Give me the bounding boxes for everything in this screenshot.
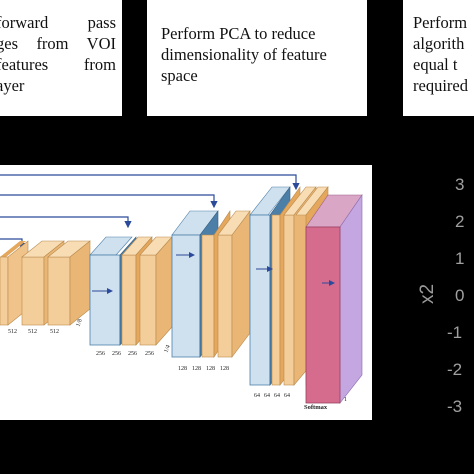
channel-label-64-c: 64 (274, 393, 280, 399)
y-tick-neg1: -1 (447, 323, 463, 342)
side-label-1-4: 1/4 (164, 344, 172, 353)
channel-label-64-d: 64 (284, 393, 290, 399)
step-text-line-2: ges from VOI (0, 34, 116, 53)
block-128 (171, 210, 251, 358)
y-tick-0: 0 (455, 286, 465, 305)
channel-label-256-b: 256 (112, 351, 121, 357)
network-svg: 512 512 512 256 256 256 256 1/8 128 128 … (0, 174, 363, 411)
channel-label-256-c: 256 (128, 351, 137, 357)
channel-label-256-a: 256 (96, 351, 105, 357)
channel-label-128-b: 128 (192, 366, 201, 372)
step-text-line-3: equal t (413, 55, 458, 74)
block-256 (89, 236, 173, 346)
softmax-label: Softmax (304, 404, 328, 411)
step-box-pca: Perform PCA to reduce dimensionality of … (147, 0, 367, 116)
channel-label-64-a: 64 (254, 393, 260, 399)
y-tick-neg2: -2 (447, 360, 463, 379)
step-text-line-1: Perform (413, 13, 468, 32)
channel-label-64-b: 64 (264, 393, 270, 399)
channel-label-128-d: 128 (220, 366, 229, 372)
channel-label-128-c: 128 (206, 366, 215, 372)
channel-label-128-a: 128 (178, 366, 187, 372)
step-text-line-4: ayer (0, 76, 25, 95)
channel-label-512-c: 512 (50, 329, 59, 335)
network-diagram: 512 512 512 256 256 256 256 1/8 128 128 … (0, 165, 372, 420)
step-box-forward-pass: forward pass ges from VOI features from … (0, 0, 122, 116)
step-text-line-4: required (413, 76, 468, 95)
channel-label-512-b: 512 (28, 329, 37, 335)
skip-connections (0, 174, 300, 251)
y-tick-3: 3 (455, 175, 465, 194)
step-text-line-3: features from (0, 55, 116, 74)
channel-label-512-a: 512 (8, 329, 17, 335)
y-tick-2: 2 (455, 212, 465, 231)
block-512 (0, 240, 91, 326)
channel-label-256-d: 256 (145, 351, 154, 357)
step-text-pca: Perform PCA to reduce dimensionality of … (161, 24, 327, 85)
y-tick-1: 1 (455, 249, 465, 268)
output-softmax (305, 194, 363, 404)
step-text-line-2: algorith (413, 34, 465, 53)
y-axis-label: x2 (417, 283, 439, 305)
step-text-line-1: forward pass (0, 13, 116, 32)
step-box-algorithm: Perform algorith equal t required (403, 0, 474, 116)
output-side-label: 1 (344, 397, 347, 403)
y-tick-neg3: -3 (447, 397, 463, 416)
side-label-1-8: 1/8 (76, 318, 84, 327)
